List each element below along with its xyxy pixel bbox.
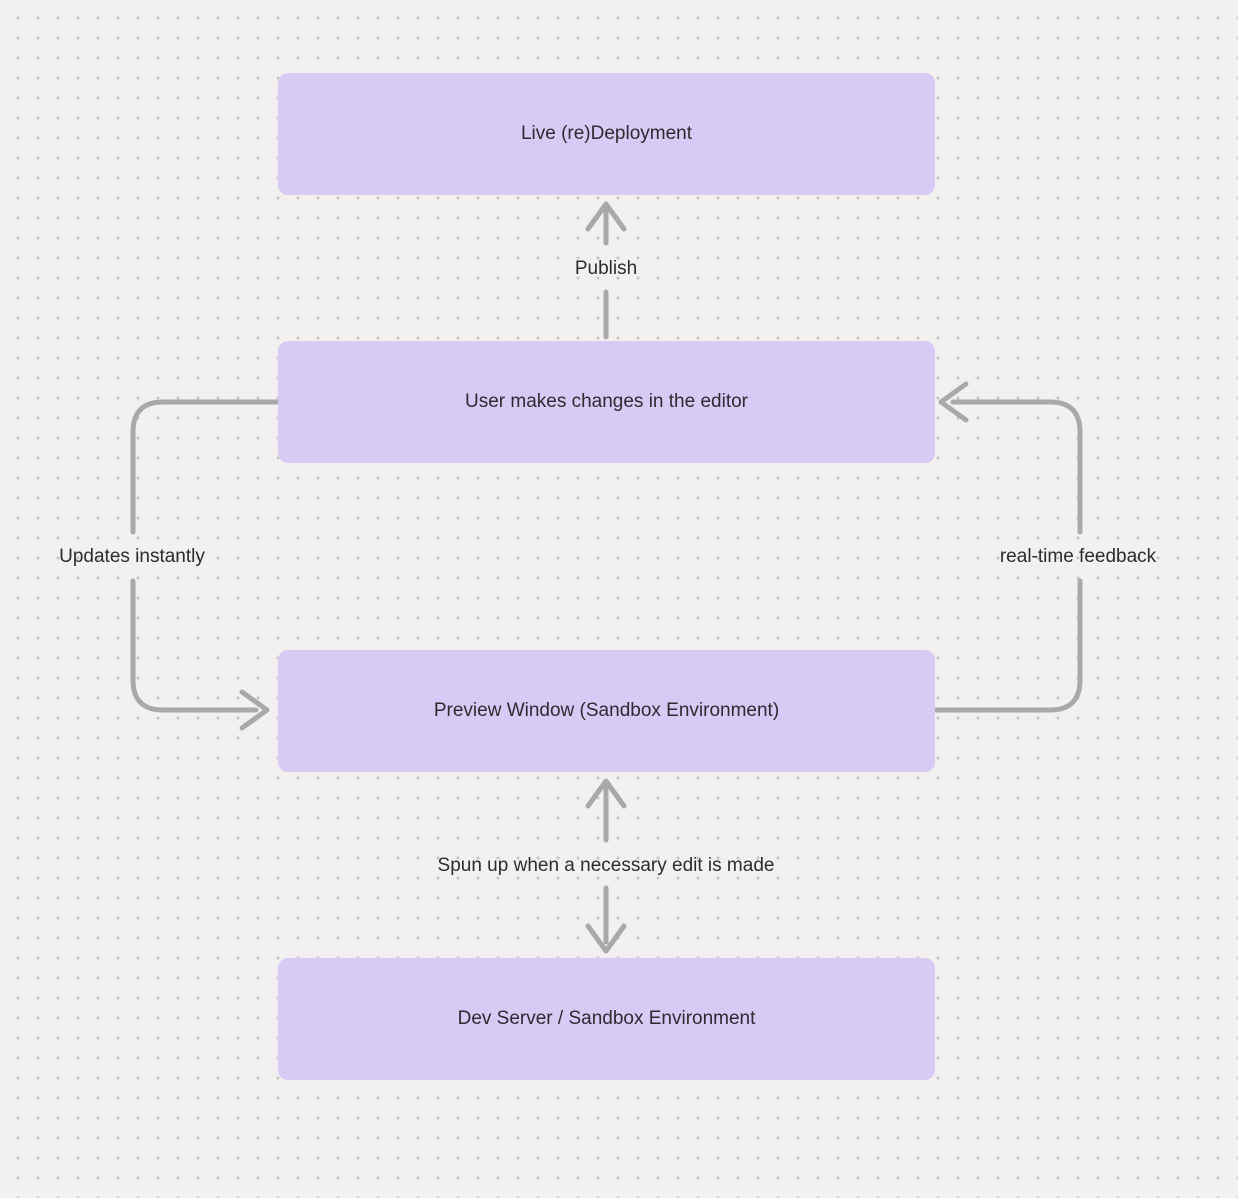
edge-publish	[585, 201, 627, 340]
edge-label-spun-up: Spun up when a necessary edit is made	[437, 855, 775, 876]
node-preview-window: Preview Window (Sandbox Environment)	[278, 650, 935, 772]
edge-label-realtime-feedback: real-time feedback	[999, 546, 1157, 567]
arrowhead-left-icon	[938, 381, 969, 423]
edge-label-publish: Publish	[574, 258, 638, 279]
edge-realtime-feedback	[932, 381, 1083, 713]
node-label: User makes changes in the editor	[464, 390, 749, 412]
node-dev-server: Dev Server / Sandbox Environment	[278, 958, 935, 1080]
edge-feedback-upper	[950, 399, 1083, 535]
arrowhead-up-icon	[585, 778, 627, 809]
node-user-editor: User makes changes in the editor	[278, 341, 935, 463]
edge-updates-instantly	[130, 399, 281, 731]
edge-feedback-lower	[932, 578, 1083, 713]
edge-label-updates-instantly: Updates instantly	[59, 546, 205, 567]
node-label: Live (re)Deployment	[520, 122, 693, 144]
node-live-redeployment: Live (re)Deployment	[278, 73, 935, 195]
node-label: Dev Server / Sandbox Environment	[457, 1007, 756, 1029]
edge-updates-lower	[130, 578, 259, 713]
edge-spun-up	[585, 778, 627, 954]
arrowhead-down-icon	[585, 923, 627, 954]
arrowhead-up-icon	[585, 201, 627, 232]
node-label: Preview Window (Sandbox Environment)	[433, 699, 780, 721]
arrowhead-right-icon	[239, 689, 270, 731]
edge-updates-upper	[130, 399, 281, 535]
